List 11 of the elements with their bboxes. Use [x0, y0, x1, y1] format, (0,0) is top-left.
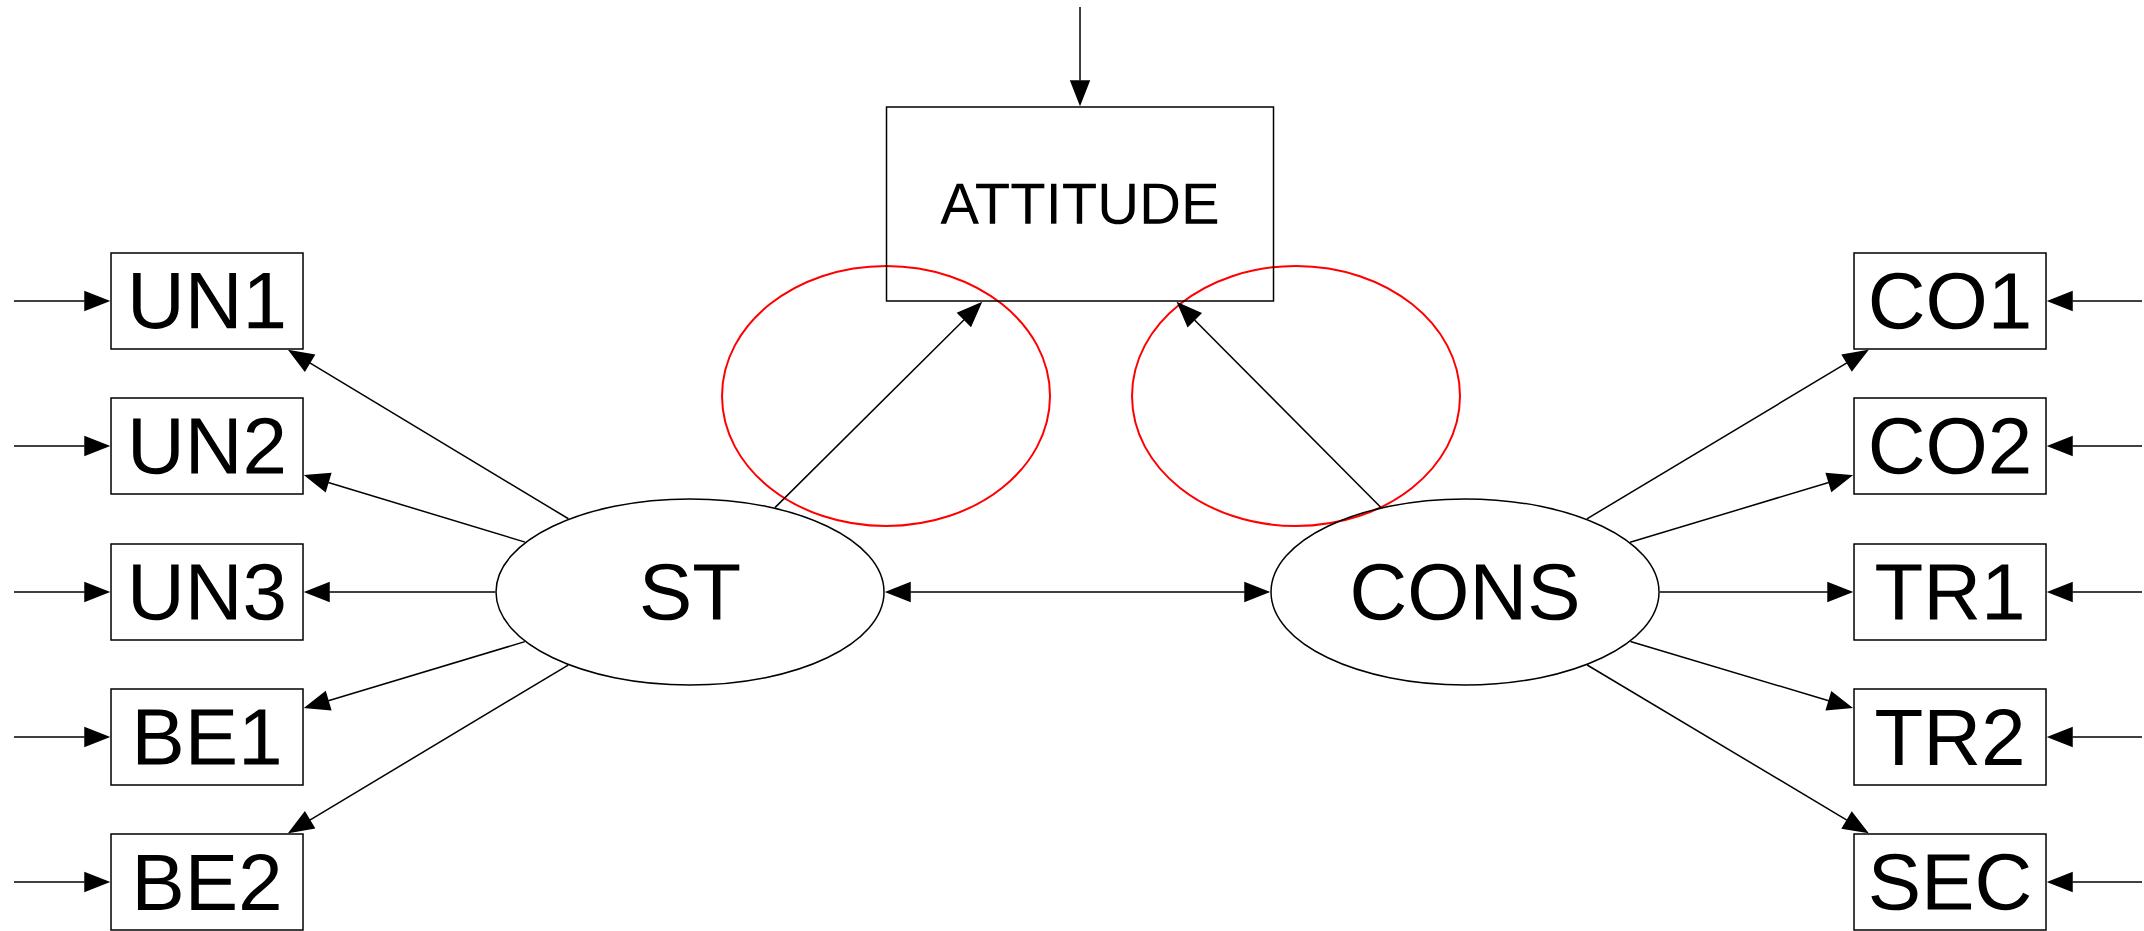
indicator-box: CO1	[1853, 252, 2047, 350]
indicator-box: TR2	[1853, 688, 2047, 786]
indicator-box: BE1	[110, 688, 304, 786]
indicator-box: UN2	[110, 397, 304, 495]
indicator-box: CO2	[1853, 397, 2047, 495]
indicator-box: SEC	[1853, 833, 2047, 931]
construct-box: ATTITUDE	[885, 106, 1275, 302]
indicator-box: TR1	[1853, 543, 2047, 641]
indicator-box: BE2	[110, 833, 304, 931]
indicator-box: UN3	[110, 543, 304, 641]
indicator-box: UN1	[110, 252, 304, 350]
